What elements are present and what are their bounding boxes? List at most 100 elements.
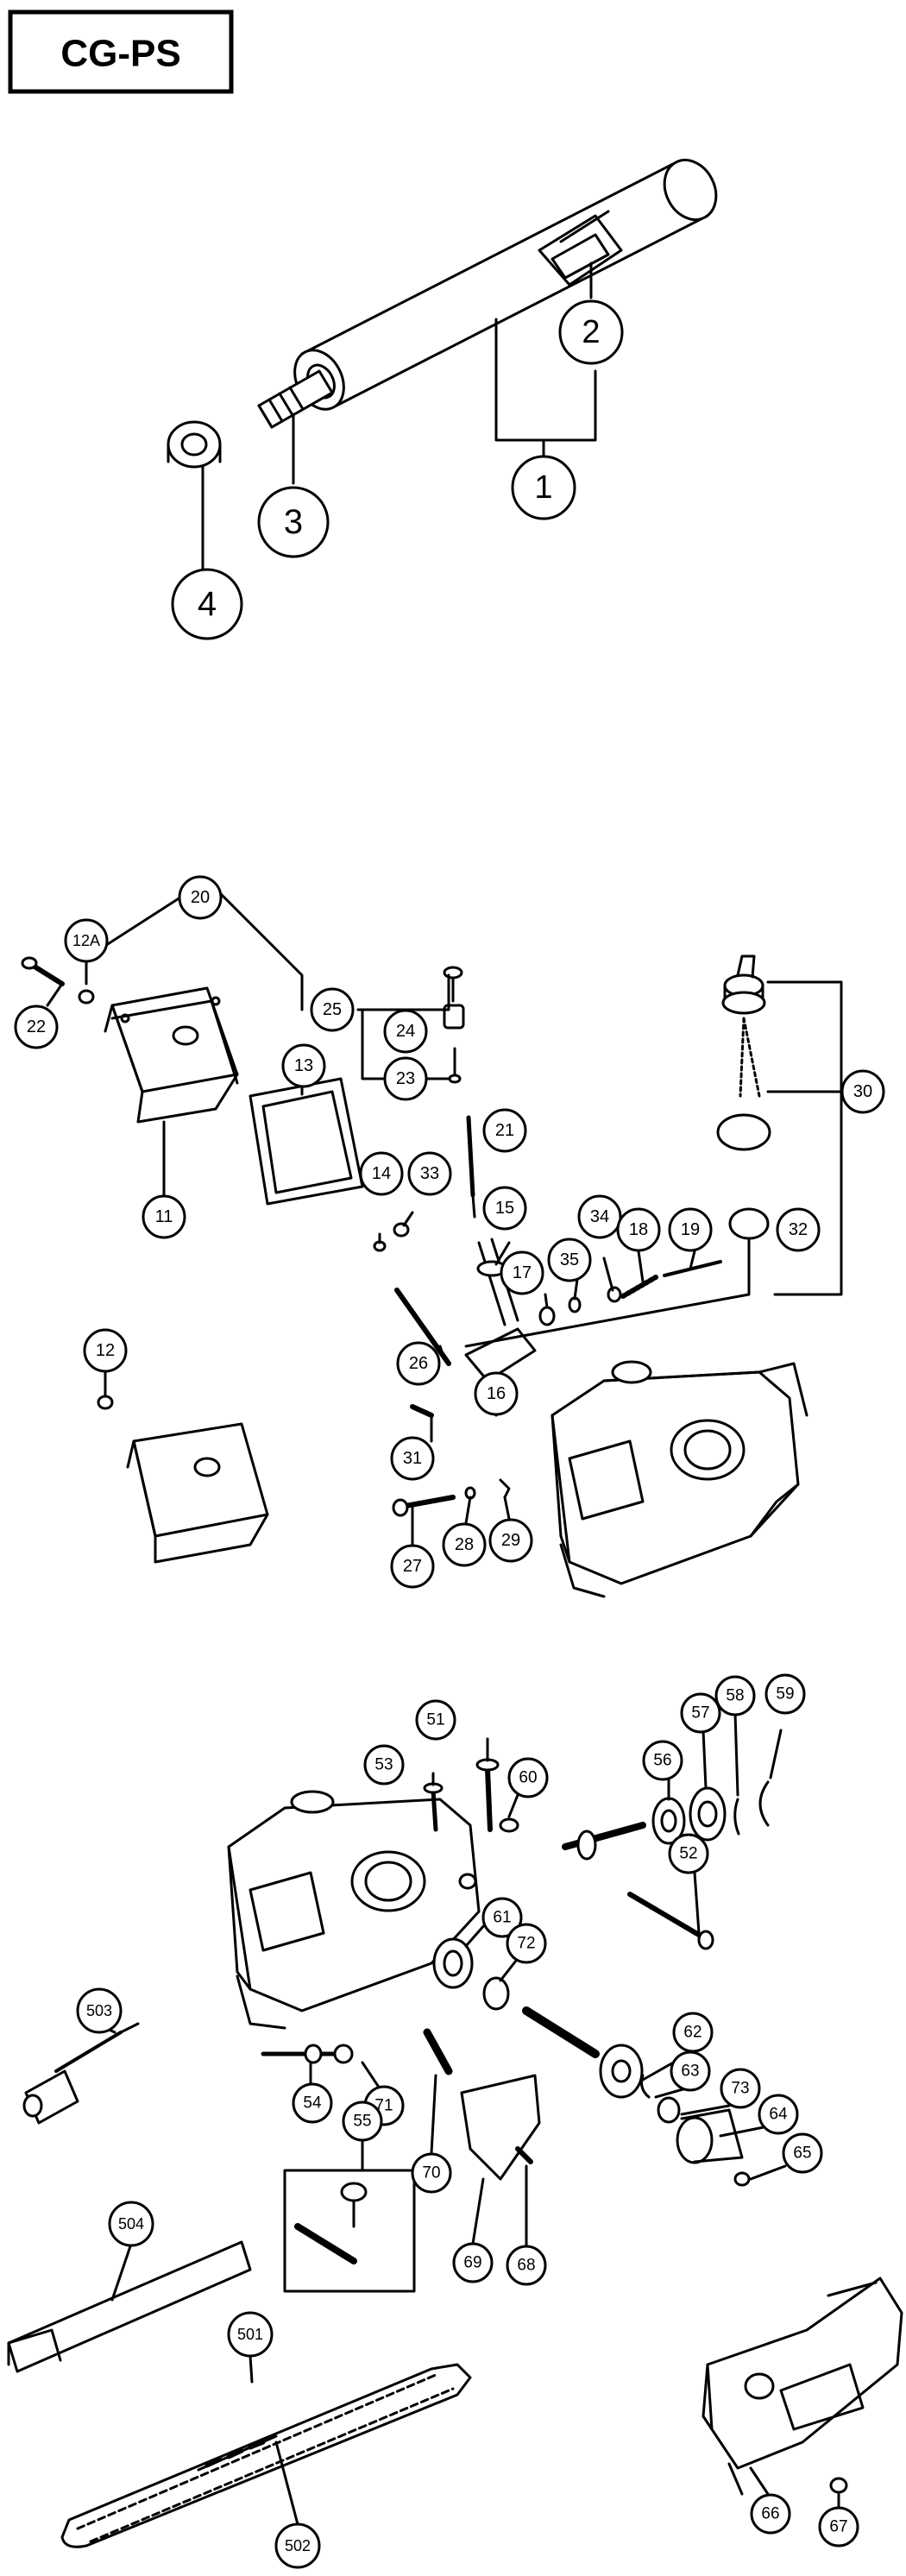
svg-text:20: 20 xyxy=(191,888,210,907)
callout-59: 59 xyxy=(764,1673,806,1715)
callout-52: 52 xyxy=(668,1833,709,1874)
callout-13: 13 xyxy=(281,1043,326,1088)
callout-34: 34 xyxy=(577,1194,622,1239)
callout-19: 19 xyxy=(668,1207,713,1252)
svg-text:501: 501 xyxy=(237,2326,263,2343)
callout-504: 504 xyxy=(108,2201,154,2247)
callout-65: 65 xyxy=(782,2132,823,2174)
callout-16: 16 xyxy=(474,1371,519,1416)
oil-cap-30-drawing xyxy=(716,954,771,1151)
callout-12: 12 xyxy=(83,1328,128,1373)
section-chain-bar xyxy=(7,1711,903,2548)
svg-text:64: 64 xyxy=(769,2106,788,2124)
callout-56: 56 xyxy=(642,1740,683,1781)
svg-text:53: 53 xyxy=(374,1756,393,1774)
svg-text:27: 27 xyxy=(403,1557,422,1576)
callout-23: 23 xyxy=(383,1056,428,1101)
model-title-box: CG-PS xyxy=(8,9,234,94)
callout-29: 29 xyxy=(488,1518,533,1563)
svg-text:32: 32 xyxy=(789,1220,808,1239)
callout-2: 2 xyxy=(558,299,624,365)
svg-text:35: 35 xyxy=(560,1250,579,1269)
callout-501: 501 xyxy=(227,2311,274,2358)
callout-31: 31 xyxy=(390,1436,435,1481)
wrench-503-drawing xyxy=(22,2022,140,2125)
callout-60: 60 xyxy=(507,1757,549,1798)
svg-text:67: 67 xyxy=(829,2518,847,2536)
svg-text:24: 24 xyxy=(396,1022,415,1041)
svg-text:1: 1 xyxy=(534,469,552,506)
guide-bar-drawing xyxy=(60,2363,472,2548)
inner-shaft-drawing xyxy=(257,369,334,429)
callout-18: 18 xyxy=(616,1207,661,1252)
callout-11: 11 xyxy=(142,1194,186,1239)
svg-text:16: 16 xyxy=(487,1384,506,1403)
callout-4: 4 xyxy=(171,568,243,640)
callout-32: 32 xyxy=(776,1207,821,1252)
svg-text:54: 54 xyxy=(303,2094,322,2113)
callout-15: 15 xyxy=(482,1186,527,1231)
callout-64: 64 xyxy=(758,2094,799,2135)
gear-case-second-view-drawing xyxy=(227,1790,481,2030)
svg-text:502: 502 xyxy=(285,2537,311,2554)
callout-70: 70 xyxy=(411,2152,452,2194)
callout-62: 62 xyxy=(672,2012,714,2053)
callout-26: 26 xyxy=(396,1341,441,1386)
svg-text:51: 51 xyxy=(426,1711,444,1729)
svg-text:34: 34 xyxy=(590,1207,609,1226)
svg-text:70: 70 xyxy=(422,2164,440,2182)
svg-text:52: 52 xyxy=(679,1845,697,1863)
callout-503: 503 xyxy=(76,1987,123,2034)
svg-text:68: 68 xyxy=(517,2257,535,2275)
svg-text:65: 65 xyxy=(793,2145,811,2163)
callout-69: 69 xyxy=(452,2242,494,2283)
callout-72: 72 xyxy=(506,1923,547,1964)
svg-text:31: 31 xyxy=(403,1449,422,1468)
svg-text:11: 11 xyxy=(155,1207,173,1226)
svg-text:30: 30 xyxy=(853,1082,872,1101)
svg-text:72: 72 xyxy=(517,1935,535,1953)
callout-51: 51 xyxy=(415,1699,456,1741)
callout-66: 66 xyxy=(750,2493,791,2535)
gear-case-housing-drawing xyxy=(551,1360,808,1598)
svg-text:56: 56 xyxy=(653,1752,671,1770)
svg-text:3: 3 xyxy=(284,503,303,541)
svg-text:28: 28 xyxy=(455,1535,474,1554)
callout-25: 25 xyxy=(310,987,355,1032)
section-gear-case xyxy=(21,879,843,1598)
svg-text:69: 69 xyxy=(463,2254,481,2272)
callout-20: 20 xyxy=(178,875,223,920)
svg-text:504: 504 xyxy=(118,2215,144,2233)
callout-73: 73 xyxy=(720,2068,761,2109)
svg-text:66: 66 xyxy=(761,2505,779,2523)
svg-text:13: 13 xyxy=(294,1056,313,1075)
bolt-22-drawing xyxy=(21,956,65,986)
callout-68: 68 xyxy=(506,2245,547,2286)
screw-25-drawing xyxy=(443,966,465,1084)
svg-text:59: 59 xyxy=(776,1685,794,1704)
svg-text:12: 12 xyxy=(96,1341,115,1360)
callout-27: 27 xyxy=(390,1544,435,1589)
callout-14: 14 xyxy=(359,1151,404,1196)
callout-21: 21 xyxy=(482,1108,527,1153)
callout-17: 17 xyxy=(500,1250,544,1295)
svg-text:2: 2 xyxy=(582,314,600,350)
callout-53: 53 xyxy=(363,1744,405,1786)
svg-text:15: 15 xyxy=(495,1199,514,1218)
svg-text:18: 18 xyxy=(629,1220,648,1239)
svg-text:12A: 12A xyxy=(72,932,100,949)
svg-text:22: 22 xyxy=(27,1017,46,1036)
svg-text:23: 23 xyxy=(396,1069,415,1088)
gasket-13-drawing xyxy=(249,1077,364,1206)
svg-text:60: 60 xyxy=(519,1769,537,1787)
callout-54: 54 xyxy=(292,2082,333,2124)
section-drive-shaft xyxy=(167,158,718,571)
svg-text:17: 17 xyxy=(513,1263,532,1282)
svg-text:57: 57 xyxy=(691,1704,709,1723)
callout-67: 67 xyxy=(818,2506,859,2548)
callout-30: 30 xyxy=(840,1069,885,1114)
svg-text:21: 21 xyxy=(495,1121,514,1140)
callout-35: 35 xyxy=(547,1238,592,1282)
callout-layer: 1 2 3 4 20 12A 22 13 11 25 24 23 21 14 3… xyxy=(14,299,885,2569)
